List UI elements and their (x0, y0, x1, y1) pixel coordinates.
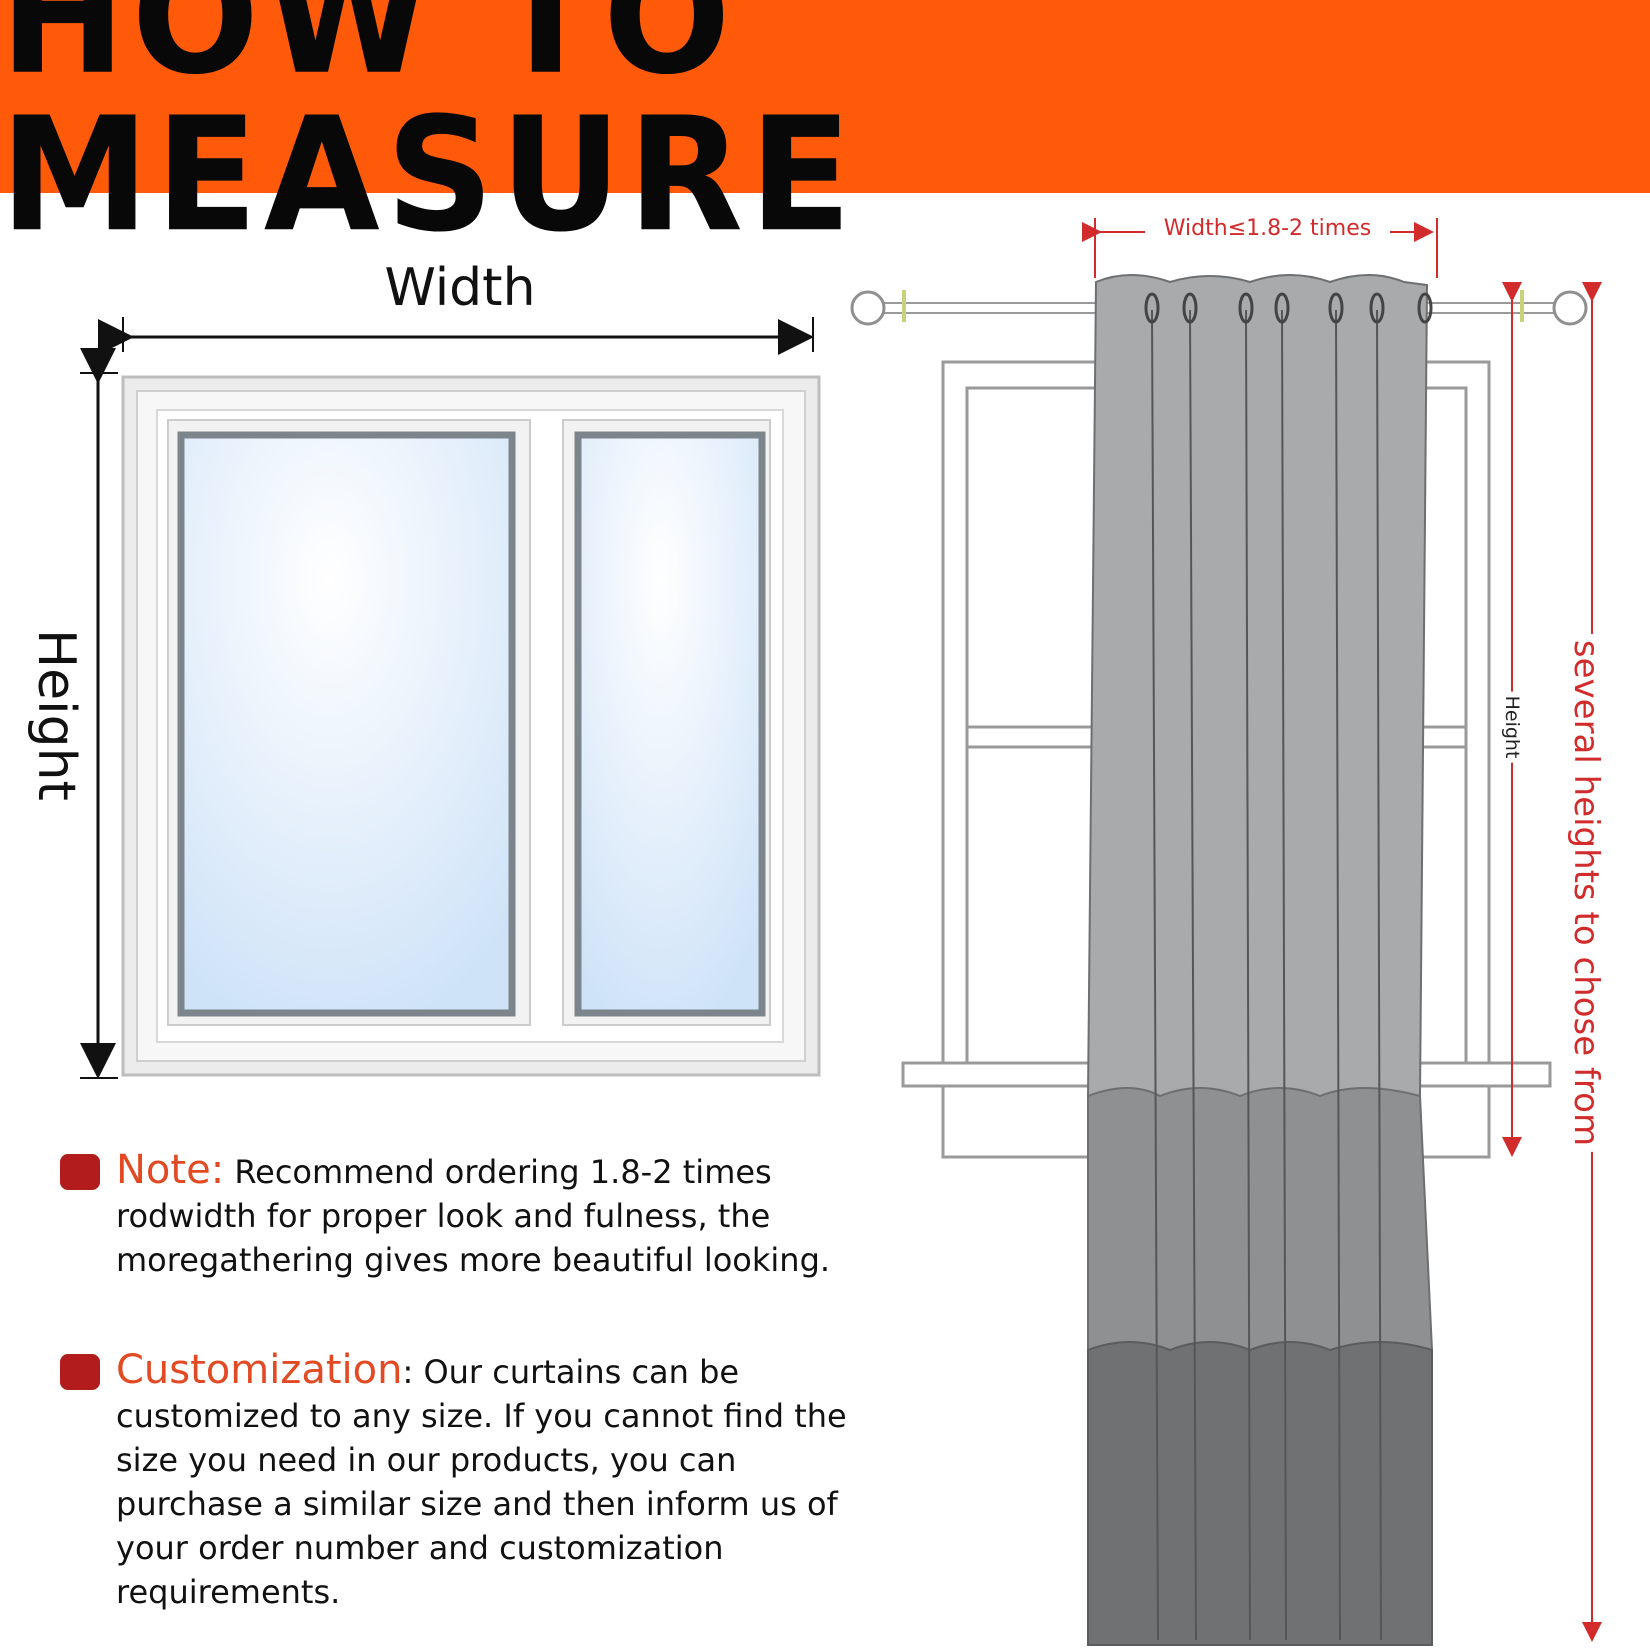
page-title: HOW TO MEASURE (0, 0, 858, 267)
customization-heading: Customization (116, 1347, 403, 1393)
illustration (80, 218, 1602, 1646)
customization-body: : Our curtains can be customized to any … (116, 1353, 847, 1611)
height-label: Height (26, 629, 86, 801)
bullet-icon (60, 1354, 100, 1390)
customization-item: Customization: Our curtains can be custo… (60, 1348, 850, 1614)
note-item: Note: Recommend ordering 1.8-2 times rod… (60, 1148, 850, 1282)
header-banner: HOW TO MEASURE (0, 0, 1650, 254)
width-label: Width (384, 258, 536, 318)
curtain-width-label: Width≤1.8-2 times (1145, 216, 1390, 241)
curtain (1086, 274, 1434, 1646)
note-body: Recommend ordering 1.8-2 times rodwidth … (116, 1153, 831, 1279)
several-heights-label: several heights to chose from (1566, 633, 1606, 1153)
bullet-icon (60, 1154, 100, 1190)
window-frame (121, 375, 821, 1077)
width-dimension (98, 317, 814, 355)
note-heading: Note: (116, 1147, 225, 1193)
curtain-height-label: Height (1501, 691, 1523, 763)
height-dimension (80, 348, 118, 1079)
